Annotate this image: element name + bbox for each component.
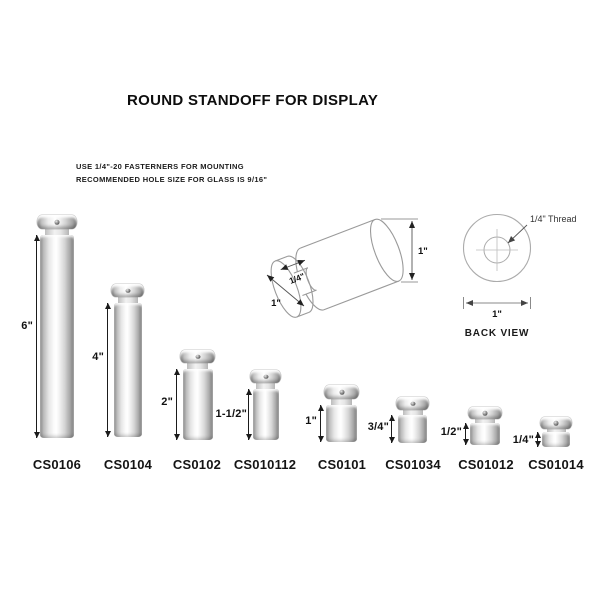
- mounting-note: USE 1/4"-20 FASTERNERS FOR MOUNTING: [76, 162, 244, 171]
- back-view-caption: BACK VIEW: [465, 328, 529, 339]
- dim-label-3-4in: 3/4": [367, 421, 389, 433]
- standoff-photo-cs01014: [540, 417, 572, 447]
- standoff-photo-cs01034: [396, 397, 429, 443]
- code-label-cs010112: CS010112: [233, 457, 297, 472]
- standoff-photo-cs0106: [37, 215, 77, 438]
- standoff-photo-cs010112: [250, 370, 281, 440]
- dim-arrow-1-4in: [534, 432, 541, 447]
- dim-label-2in: 2": [161, 396, 173, 408]
- dimension-lines: [266, 218, 418, 307]
- standoff-cap: [250, 370, 281, 383]
- standoff-cap: [111, 284, 144, 297]
- screw-icon: [54, 219, 60, 225]
- dim-arrow-2in: [173, 369, 180, 440]
- standoff-neck: [117, 297, 138, 303]
- dim-label-1in: 1": [305, 415, 317, 427]
- standoff-neck: [256, 383, 275, 389]
- thread-callout: 1/4" Thread: [530, 214, 577, 224]
- standoff-cap: [396, 397, 429, 410]
- standoff-photo-cs0102: [180, 350, 215, 440]
- back-view-drawing: 1/4" Thread 1" BACK VIEW: [462, 213, 577, 339]
- screw-icon: [339, 389, 344, 395]
- standoff-cap: [468, 407, 502, 419]
- dim-label-6in: 6": [21, 320, 33, 332]
- standoff-neck: [475, 419, 495, 423]
- standoff-cap: [37, 215, 77, 229]
- hole-size-note: RECOMMENDED HOLE SIZE FOR GLASS IS 9/16": [76, 175, 268, 184]
- standoff-body: [470, 423, 500, 445]
- standoff-body: [252, 389, 279, 440]
- code-label-cs0106: CS0106: [32, 457, 82, 472]
- standoff-cap: [540, 417, 572, 429]
- cylinder-outline: [270, 218, 404, 318]
- code-label-cs0102: CS0102: [172, 457, 222, 472]
- standoff-neck: [546, 429, 566, 432]
- page-title: ROUND STANDOFF FOR DISPLAY: [127, 92, 379, 109]
- dim-label-1-4in: 1/4": [512, 434, 534, 446]
- dim-label-1-1-2in: 1-1/2": [215, 408, 247, 420]
- code-label-cs0104: CS0104: [103, 457, 153, 472]
- dim-body-height: 1": [418, 246, 428, 257]
- screw-icon: [482, 410, 488, 416]
- screw-icon: [553, 420, 559, 426]
- screw-icon: [195, 354, 200, 359]
- standoff-body: [542, 432, 570, 447]
- standoff-body: [113, 303, 142, 437]
- back-view-diameter: 1": [492, 309, 502, 320]
- standoff-cap: [324, 385, 359, 399]
- standoff-body: [326, 405, 357, 442]
- dim-arrow-6in: [33, 235, 40, 438]
- standoff-cap: [180, 350, 215, 363]
- standoff-neck: [331, 399, 352, 405]
- standoff-3d-drawing: 1" 1" 1/4": [266, 218, 428, 318]
- dim-arrow-1-1-2in: [245, 389, 252, 440]
- standoff-photo-cs01012: [468, 407, 502, 445]
- dim-arrow-1in: [317, 405, 324, 442]
- dim-arrow-3-4in: [388, 415, 395, 443]
- standoff-body: [182, 369, 213, 440]
- code-label-cs0101: CS0101: [317, 457, 367, 472]
- dim-label-1-2in: 1/2": [440, 426, 462, 438]
- screw-icon: [410, 401, 415, 406]
- standoff-neck: [187, 363, 208, 369]
- screw-icon: [263, 374, 268, 379]
- standoff-neck: [45, 229, 69, 235]
- screw-icon: [125, 288, 130, 293]
- code-label-cs01012: CS01012: [458, 457, 514, 472]
- code-label-cs01014: CS01014: [528, 457, 584, 472]
- code-label-cs01034: CS01034: [385, 457, 441, 472]
- standoff-body: [398, 415, 427, 443]
- dim-label-4in: 4": [92, 351, 104, 363]
- back-view-circles: [462, 213, 532, 309]
- standoff-photo-cs0104: [111, 284, 144, 437]
- dim-cap-diameter: 1": [271, 298, 281, 309]
- dim-arrow-1-2in: [462, 423, 469, 445]
- standoff-neck: [402, 410, 423, 415]
- standoff-body: [40, 235, 74, 438]
- dim-arrow-4in: [104, 303, 111, 437]
- standoff-photo-cs0101: [324, 385, 359, 442]
